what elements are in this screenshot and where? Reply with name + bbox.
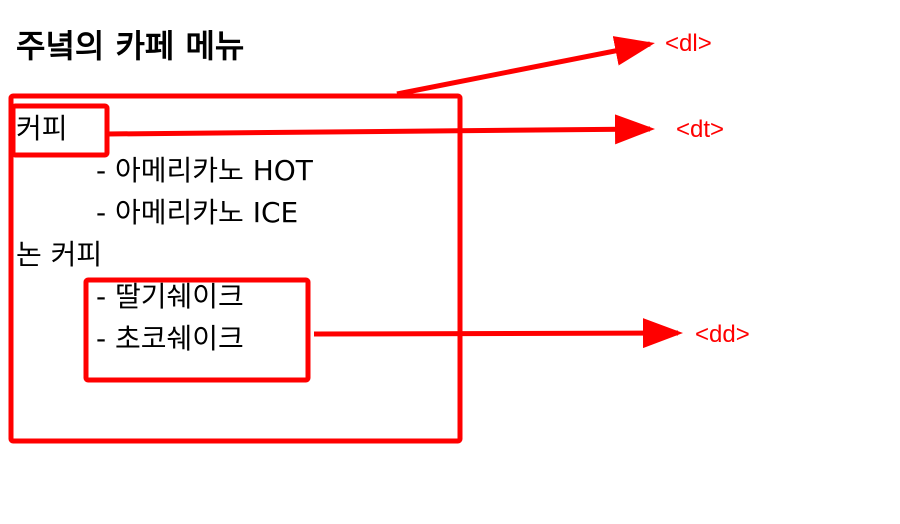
menu-item-americano-ice: - 아메리카노 ICE bbox=[96, 196, 299, 229]
dt-tag-label: <dt> bbox=[676, 116, 725, 143]
category-term-non-coffee: 논 커피 bbox=[16, 238, 103, 271]
dt-arrow bbox=[106, 114, 655, 145]
dl-tag-label: <dl> bbox=[665, 30, 712, 57]
menu-list: 커피 - 아메리카노 HOT - 아메리카노 ICE 논 커피 - 딸기쉐이크 … bbox=[16, 108, 313, 360]
menu-item-strawberry-shake: - 딸기쉐이크 bbox=[96, 280, 244, 313]
dd-tag-label: <dd> bbox=[695, 321, 750, 348]
dd-highlight-box bbox=[83, 277, 311, 383]
menu-item-chocolate-shake: - 초코쉐이크 bbox=[96, 322, 244, 355]
dt-highlight-box bbox=[10, 103, 110, 158]
menu-item-americano-hot: - 아메리카노 HOT bbox=[96, 154, 313, 187]
category-term-coffee: 커피 bbox=[16, 112, 68, 145]
dl-highlight-box bbox=[8, 93, 463, 444]
dl-arrow bbox=[396, 36, 655, 97]
page-title: 주녘의 카페 메뉴 bbox=[16, 27, 245, 65]
dd-arrow bbox=[313, 318, 683, 349]
